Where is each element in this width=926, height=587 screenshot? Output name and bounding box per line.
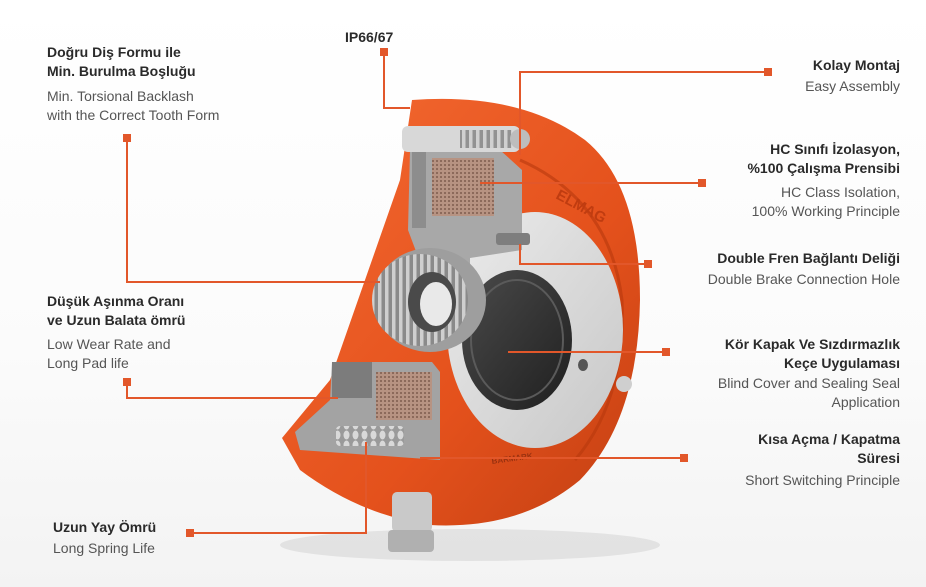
dot-tooth [123,134,131,142]
leader-tooth [126,138,380,283]
callout-switching: Kısa Açma / Kapatma Süresi Short Switchi… [745,430,900,490]
wear-rate-subtitle-1: Low Wear Rate and [47,336,171,352]
tooth-form-subtitle-1: Min. Torsional Backlash [47,88,194,104]
lower-coil-shape [376,372,432,420]
blind-cover-rim-shape [470,279,564,401]
hub-bore-inner-shape [420,282,452,326]
dot-switching [680,454,688,462]
disc-hole-shape [578,359,588,371]
leader-spring [190,442,367,534]
callout-assembly: Kolay Montaj Easy Assembly [805,56,900,96]
isolation-title-1: HC Sınıfı İzolasyon, [770,141,900,157]
tooth-form-title-2: Min. Burulma Boşluğu [47,63,196,79]
dot-spring [186,529,194,537]
top-bolt-thread-shape [460,130,512,148]
isolation-title-2: %100 Çalışma Prensibi [747,160,900,176]
spring-subtitle: Long Spring Life [53,540,155,556]
callout-brake-hole: Double Fren Bağlantı Deliği Double Brake… [708,249,900,289]
upper-coil-shape [432,158,494,216]
dot-wear [123,378,131,386]
shadow-shape [280,529,660,561]
dot-ip [380,48,388,56]
blind-cover-subtitle-1: Blind Cover and Sealing Seal [717,375,900,391]
blind-cover-title-1: Kör Kapak Ve Sızdırmazlık [724,336,900,352]
wear-rate-title-2: ve Uzun Balata ömrü [47,312,186,328]
callout-ip-rating: IP66/67 [345,28,393,47]
housing-edge-shape [519,158,624,461]
spring-shape [336,426,404,446]
callout-spring: Uzun Yay Ömrü Long Spring Life [53,518,156,558]
leader-wear [126,382,338,399]
gland-shape [392,492,432,532]
side-bolt-shape [616,376,632,392]
wear-rate-subtitle-2: Long Pad life [47,355,129,371]
brake-hole-subtitle: Double Brake Connection Hole [707,271,900,287]
leader-ip [383,52,410,109]
leader-dots [123,48,772,537]
blind-cover-title-2: Keçe Uygulaması [784,355,900,371]
tooth-form-title-1: Doğru Diş Formu ile [47,44,181,60]
spring-title: Uzun Yay Ömrü [53,519,157,535]
tooth-form-subtitle-2: with the Correct Tooth Form [47,107,220,123]
upper-plate-shape [412,150,426,228]
dot-assembly [764,68,772,76]
switching-subtitle: Short Switching Principle [745,472,900,488]
switching-title-1: Kısa Açma / Kapatma [758,431,900,447]
blind-cover-shape [462,270,572,410]
callout-isolation: HC Sınıfı İzolasyon, %100 Çalışma Prensi… [747,140,900,221]
gland-nut-shape [388,530,434,552]
connection-bolt-shape [496,233,530,245]
callout-blind-cover: Kör Kapak Ve Sızdırmazlık Keçe Uygulamas… [718,335,900,412]
brake-hole-title: Double Fren Bağlantı Deliği [717,250,900,266]
ip-rating-title: IP66/67 [345,29,394,45]
switching-title-2: Süresi [857,450,900,466]
lower-plate-shape [332,362,372,398]
callout-tooth-form: Doğru Diş Formu ile Min. Burulma Boşluğu… [47,43,219,125]
assembly-subtitle: Easy Assembly [805,78,900,94]
leader-assembly [519,71,768,155]
dot-brake-hole [644,260,652,268]
wear-rate-title-1: Düşük Aşınma Oranı [47,293,185,309]
dot-cover [662,348,670,356]
blind-cover-subtitle-2: Application [831,394,901,410]
leader-brake-hole [519,244,648,265]
dot-isolation [698,179,706,187]
callout-wear-rate: Düşük Aşınma Oranı ve Uzun Balata ömrü L… [47,292,185,373]
assembly-title: Kolay Montaj [812,57,900,73]
isolation-subtitle-2: 100% Working Principle [751,203,900,219]
leader-lines [126,52,768,534]
isolation-subtitle-1: HC Class Isolation, [780,184,900,200]
